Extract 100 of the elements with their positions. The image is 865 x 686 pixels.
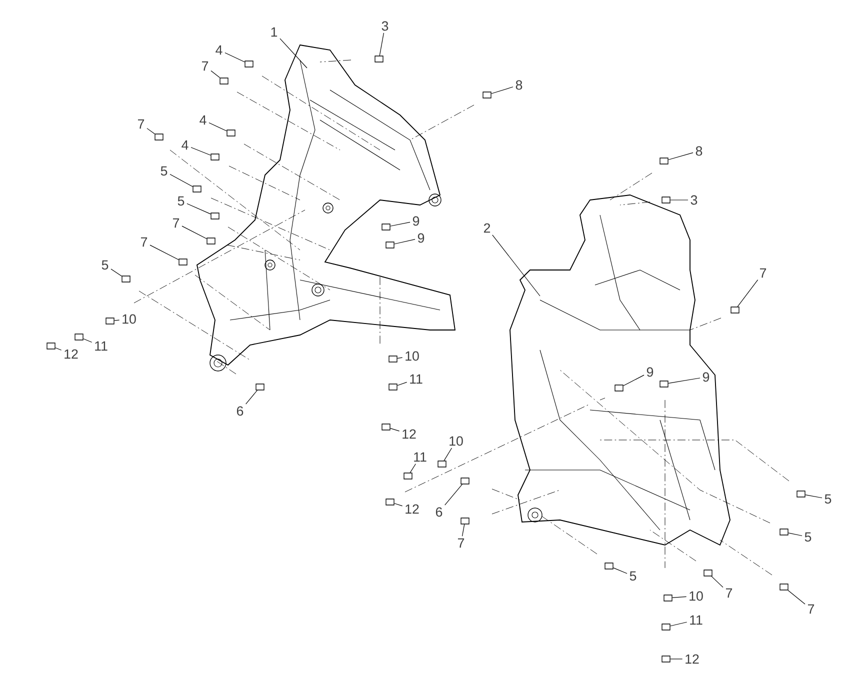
callout-number: 10: [450, 436, 463, 446]
fastener-part: [660, 380, 668, 388]
callout-number: 7: [808, 604, 814, 614]
callout-number: 6: [236, 406, 244, 416]
callout-number: 7: [202, 61, 208, 71]
leader-line: [613, 568, 628, 574]
fastener-part: [210, 154, 220, 160]
callout-number: 10: [690, 591, 703, 601]
callout-number: 6: [436, 507, 442, 517]
fastener-part: [382, 224, 390, 230]
fastener-part: [122, 276, 130, 282]
leader-line: [444, 484, 462, 506]
leader-line: [83, 338, 92, 343]
fastener-part: [382, 424, 390, 430]
callout-number: 12: [402, 429, 416, 439]
callout-number: 9: [412, 216, 420, 226]
leader-line: [170, 174, 193, 187]
callout-number: 4: [200, 115, 206, 125]
leader-line: [224, 52, 245, 62]
leader-line: [146, 128, 155, 134]
fastener-part: [220, 78, 228, 84]
leader-line: [492, 234, 540, 296]
callout-number: 7: [760, 268, 766, 278]
callout-number: 9: [418, 233, 424, 243]
leader-line: [491, 86, 514, 94]
fastener-part: [154, 134, 164, 140]
leader-line: [246, 390, 258, 404]
fastener-part: [780, 584, 788, 590]
fastener-part: [226, 130, 236, 136]
fastener-part: [388, 384, 398, 390]
leader-line: [397, 357, 403, 359]
leader-line: [390, 428, 400, 432]
callout-number: 11: [95, 341, 108, 351]
fastener-part: [210, 212, 220, 220]
fastener-part: [704, 570, 712, 576]
leader-line: [711, 576, 724, 588]
callout-number: 12: [406, 504, 419, 514]
callout-number: 2: [484, 223, 490, 233]
fastener-part: [192, 186, 202, 192]
leader-line: [150, 244, 179, 260]
fastener-part: [664, 594, 672, 602]
leader-line: [670, 622, 688, 626]
fastener-part: [662, 196, 670, 204]
leader-line: [397, 382, 408, 386]
callout-number: 10: [406, 351, 419, 361]
callout-number: 11: [410, 374, 422, 384]
callout-number: 7: [458, 538, 464, 548]
fastener-part: [178, 258, 188, 266]
leader-line: [280, 38, 308, 68]
leader-line: [788, 532, 802, 536]
callout-number: 5: [824, 494, 832, 504]
fastener-part: [106, 318, 114, 324]
callout-number: 1: [271, 27, 278, 37]
callout-number: 9: [646, 367, 654, 377]
callout-number: 5: [102, 260, 108, 270]
callout-number: 8: [516, 80, 522, 90]
callout-number: 8: [696, 146, 702, 156]
fastener-part: [482, 92, 492, 98]
fastener-part: [206, 238, 216, 244]
leader-line: [805, 494, 822, 498]
fastener-part: [796, 490, 806, 498]
callout-number: 5: [160, 166, 168, 176]
leader-line: [737, 280, 758, 307]
leader-line: [390, 222, 410, 226]
fastener-part: [374, 56, 384, 62]
callout-number: 5: [804, 532, 812, 542]
leader-line: [670, 658, 683, 660]
leader-line: [672, 596, 687, 598]
leader-line: [623, 374, 644, 386]
fastener-part: [730, 306, 740, 314]
callout-number: 11: [690, 615, 702, 625]
fastener-part: [388, 356, 398, 362]
callout-number: 10: [122, 314, 136, 324]
fastener-part: [74, 334, 84, 340]
callout-number: 7: [141, 237, 148, 247]
callout-number: 4: [216, 45, 222, 55]
leader-line: [788, 590, 806, 604]
fastener-part: [386, 242, 394, 248]
fastener-part: [780, 528, 788, 536]
fastener-part: [256, 384, 264, 390]
callout-number: 3: [382, 21, 388, 31]
leader-line: [379, 32, 384, 56]
fastener-part: [404, 472, 412, 480]
leader-line: [110, 268, 122, 276]
callout-number: 3: [690, 195, 698, 205]
callout-number: 7: [138, 119, 144, 129]
callout-number: 12: [686, 654, 699, 664]
callout-number: 9: [702, 372, 710, 382]
fastener-part: [614, 384, 624, 392]
leader-line: [208, 122, 227, 132]
fastener-part: [244, 60, 254, 68]
fastener-part: [662, 656, 670, 662]
leader-line: [182, 226, 207, 240]
callout-number: 7: [726, 588, 732, 598]
callout-number: 5: [630, 571, 636, 581]
callout-number: 5: [178, 196, 184, 206]
fastener-part: [662, 624, 670, 630]
leader-line: [394, 239, 416, 244]
leader-line: [186, 203, 211, 214]
fastener-part: [460, 478, 470, 484]
